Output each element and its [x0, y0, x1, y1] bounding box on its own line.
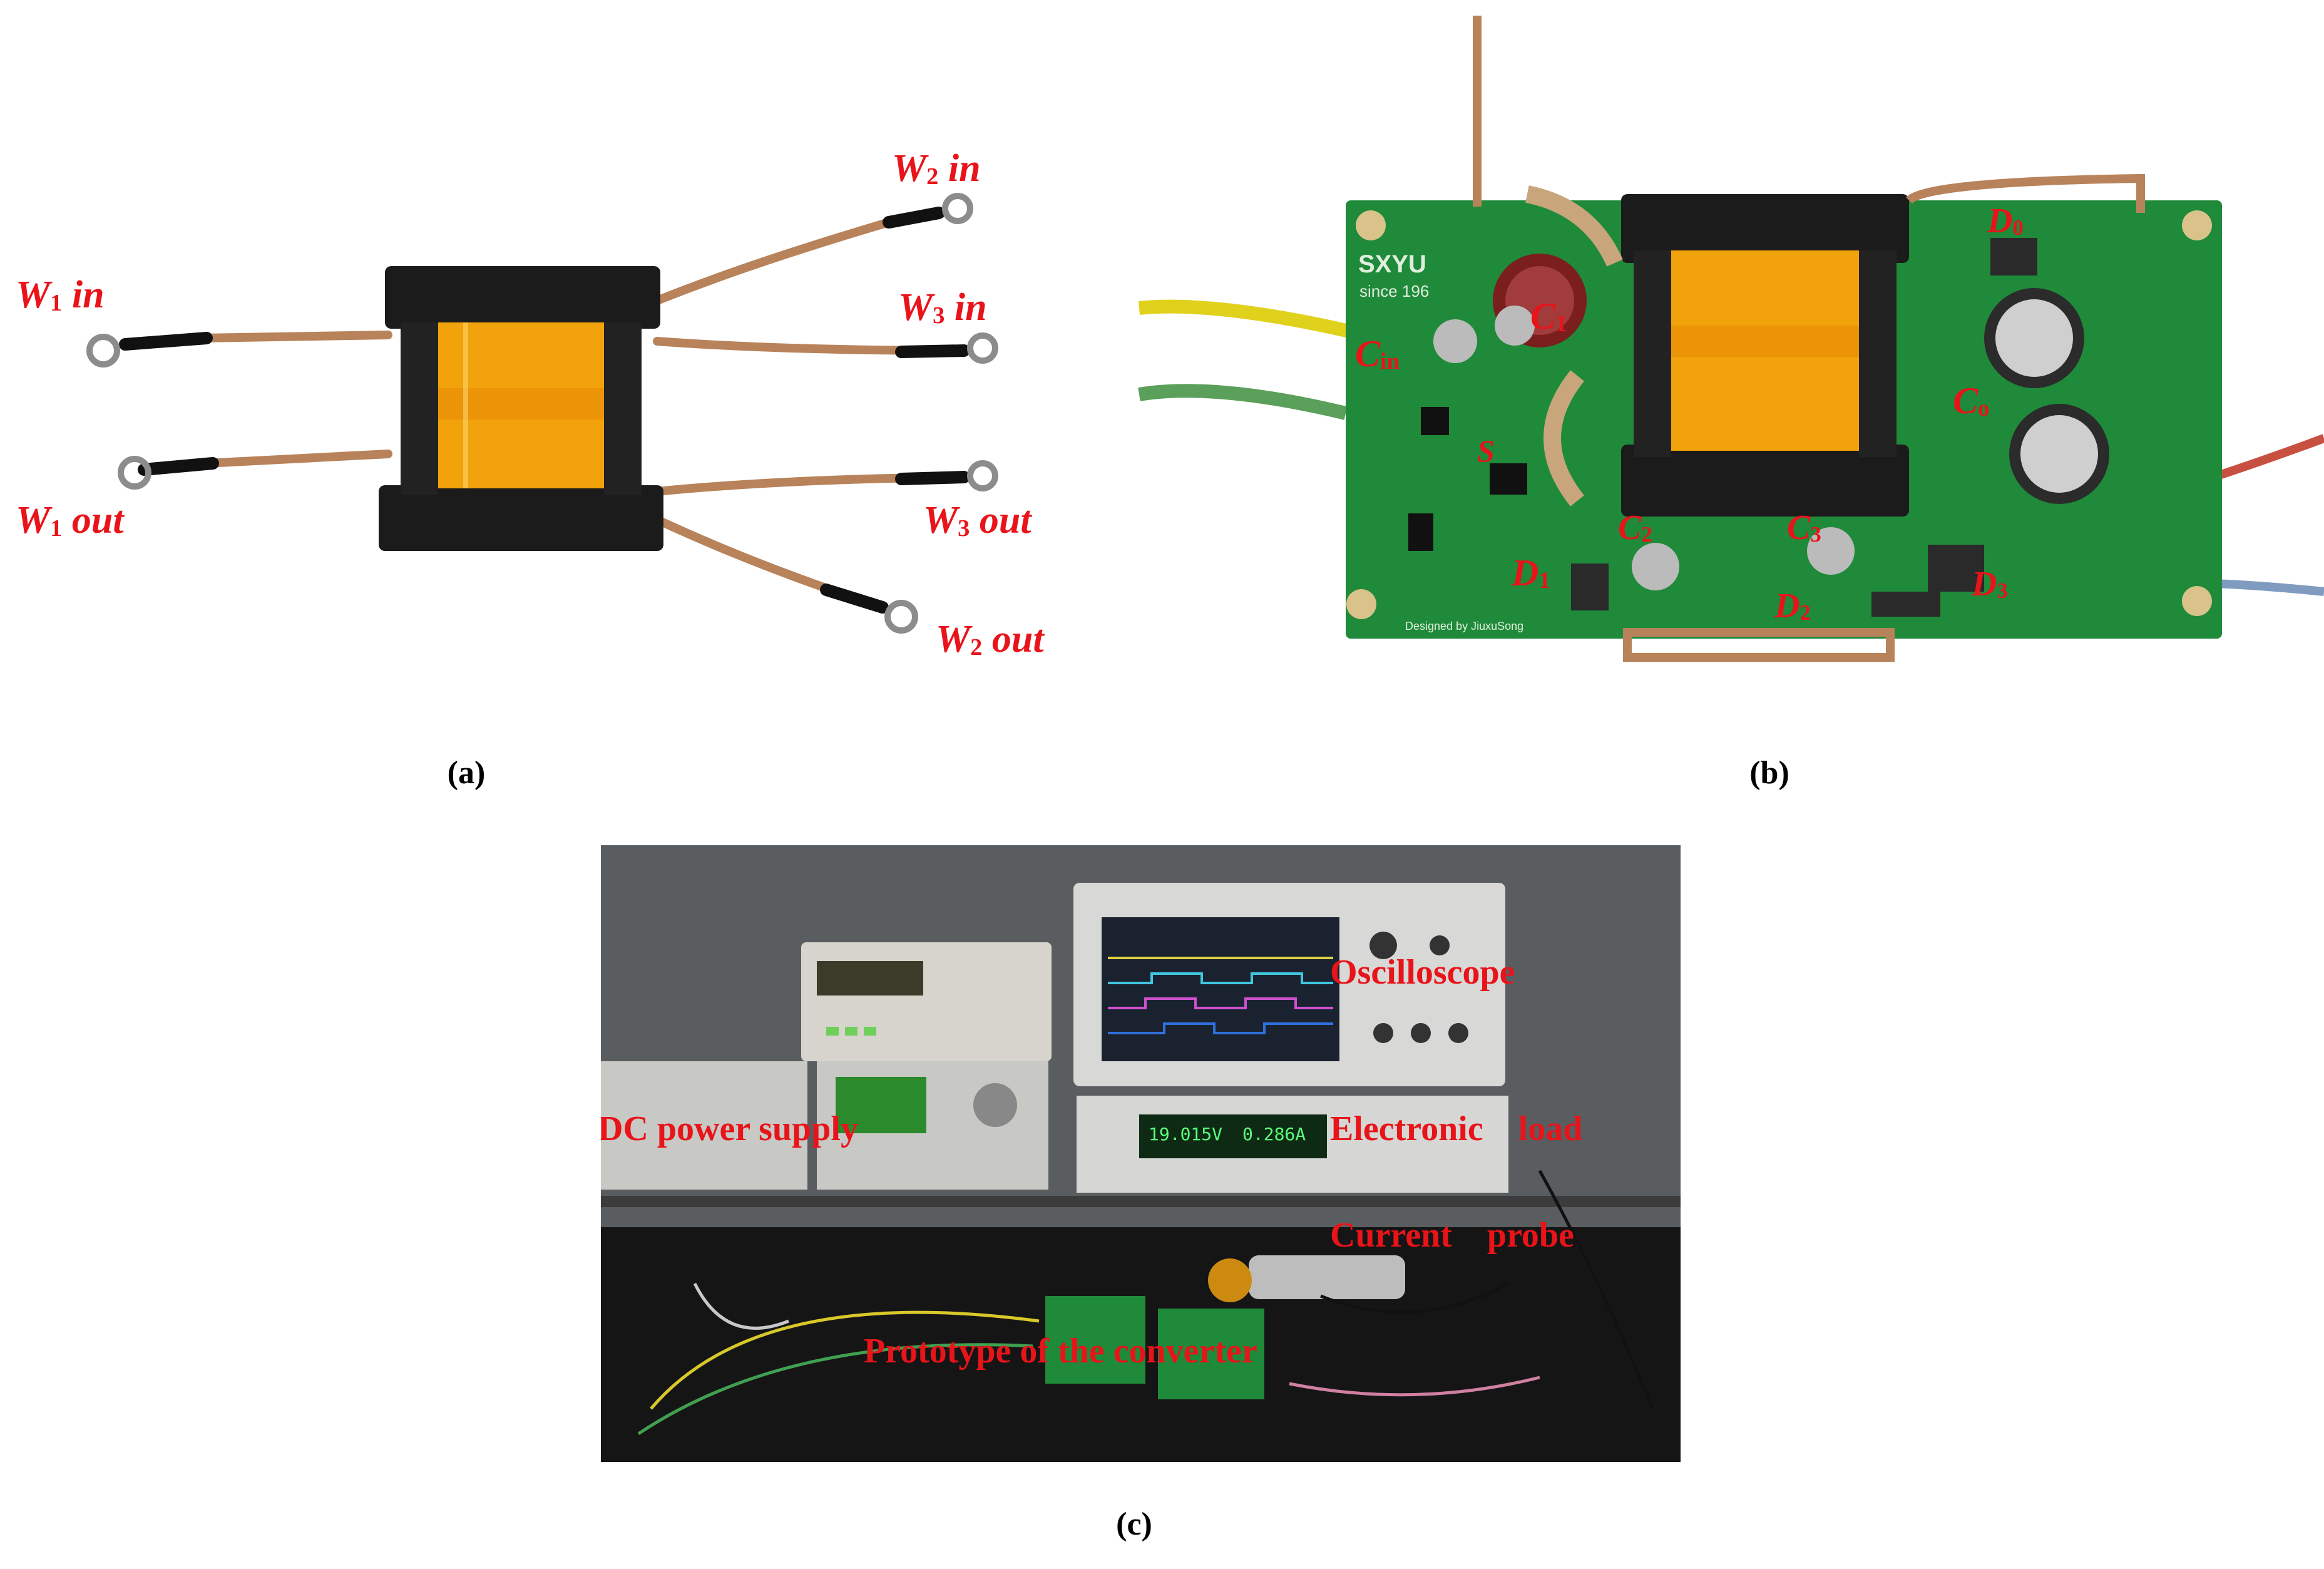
pcb-photo — [1138, 16, 2324, 662]
label-oscilloscope: Oscilloscope — [1330, 953, 1515, 992]
caption-a: (a) — [447, 755, 486, 791]
label-d3: D3 — [1972, 565, 2008, 604]
w2-in-lead — [653, 218, 893, 305]
caption-c: (c) — [1116, 1506, 1152, 1542]
label-w2-in: W2 in — [892, 147, 981, 190]
label-co: Co — [1953, 380, 1990, 422]
load-current-display: 0.286A — [1242, 1124, 1306, 1145]
label-s: S — [1477, 433, 1495, 468]
label-w1-out: W1 out — [16, 499, 124, 542]
load-voltage-display: 19.015V — [1149, 1124, 1223, 1145]
label-c3: C3 — [1787, 508, 1821, 547]
w1-in-lead — [196, 331, 392, 342]
label-prototype: Prototype of the converter — [864, 1332, 1257, 1371]
label-d1: D1 — [1512, 552, 1550, 594]
silkscreen-designer: Designed by JiuxuSong — [1405, 620, 1524, 632]
label-d0: D0 — [1987, 202, 2024, 240]
label-electronic-load: Electronic load — [1330, 1109, 1583, 1148]
label-w2-out: W2 out — [936, 618, 1044, 661]
label-d2: D2 — [1774, 587, 1811, 625]
label-c1: C1 — [1530, 296, 1567, 337]
bobbin-top — [385, 266, 660, 329]
transformer-photo — [86, 193, 998, 634]
silkscreen-brand: SXYU — [1358, 250, 1426, 278]
w1-out-lead — [202, 450, 392, 468]
silkscreen-since: since 196 — [1359, 282, 1430, 301]
label-w3-in: W3 in — [898, 286, 987, 329]
caption-b: (b) — [1749, 755, 1789, 791]
label-c2: C2 — [1618, 508, 1652, 547]
label-w3-out: W3 out — [923, 499, 1031, 542]
panel-c: 19.015V 0.286A Oscilloscope DC power sup… — [601, 845, 1681, 1462]
bobbin-bottom — [379, 485, 663, 551]
label-w1-in: W1 in — [16, 274, 105, 316]
label-dc-power-supply: DC power supply — [601, 1109, 858, 1148]
panel-b: SXYU since 196 Designed by JiuxuSong C1 … — [1138, 0, 2324, 791]
test-bench-photo — [601, 845, 1681, 1462]
label-cin: Cin — [1355, 333, 1400, 375]
panel-a: W1 in W1 out W2 in W3 in W3 out W2 out (… — [0, 0, 1127, 791]
label-current-probe: Current probe — [1330, 1216, 1574, 1255]
